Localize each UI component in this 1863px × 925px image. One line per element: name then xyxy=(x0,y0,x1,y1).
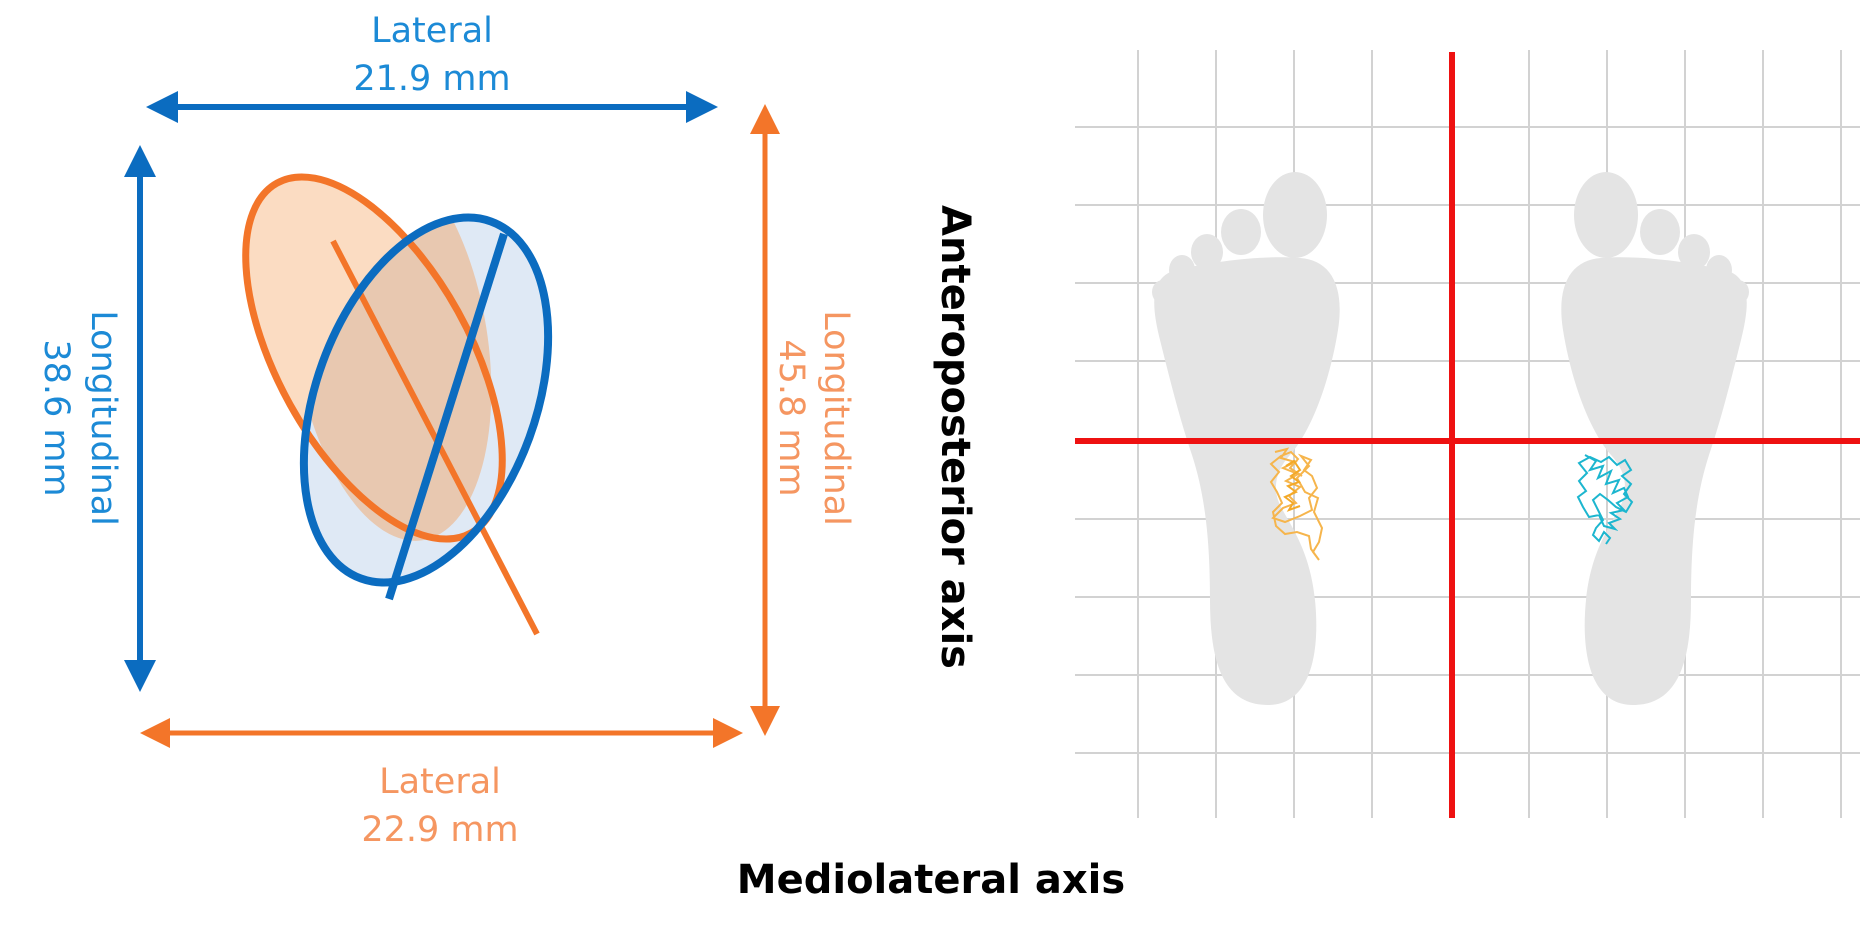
foot-plot: Anteroposterior axis xyxy=(932,50,1860,818)
blue-ellipse-axis xyxy=(385,232,508,601)
right-footprint xyxy=(1561,172,1749,705)
orange-longitudinal-value: 45.8 mm xyxy=(771,339,811,496)
y-axis-label: Anteroposterior axis xyxy=(932,205,978,669)
left-foot-cop-trace-dense xyxy=(1283,459,1302,512)
blue-lateral-label: Lateral xyxy=(371,11,493,51)
orange-ellipse-axis xyxy=(330,239,540,636)
orange-lateral-label: Lateral xyxy=(379,762,501,802)
blue-lateral-value: 21.9 mm xyxy=(353,59,510,99)
x-axis-label: Mediolateral axis xyxy=(737,857,1125,903)
blue-ellipse-outline xyxy=(299,213,553,587)
left-footprint xyxy=(1152,172,1340,705)
orange-longitudinal-label: Longitudinal xyxy=(816,310,856,526)
ellipse-diagram: Lateral 21.9 mm Lateral 22.9 mm Longitud… xyxy=(36,11,856,850)
orange-lateral-arrow xyxy=(140,718,743,748)
blue-lateral-arrow xyxy=(146,91,718,123)
blue-longitudinal-arrow xyxy=(124,145,156,692)
orange-longitudinal-arrow xyxy=(750,104,780,736)
right-foot-cop-trace xyxy=(1576,454,1634,545)
blue-longitudinal-label: Longitudinal xyxy=(83,310,123,526)
orange-lateral-value: 22.9 mm xyxy=(361,810,518,850)
blue-longitudinal-value: 38.6 mm xyxy=(36,339,76,496)
